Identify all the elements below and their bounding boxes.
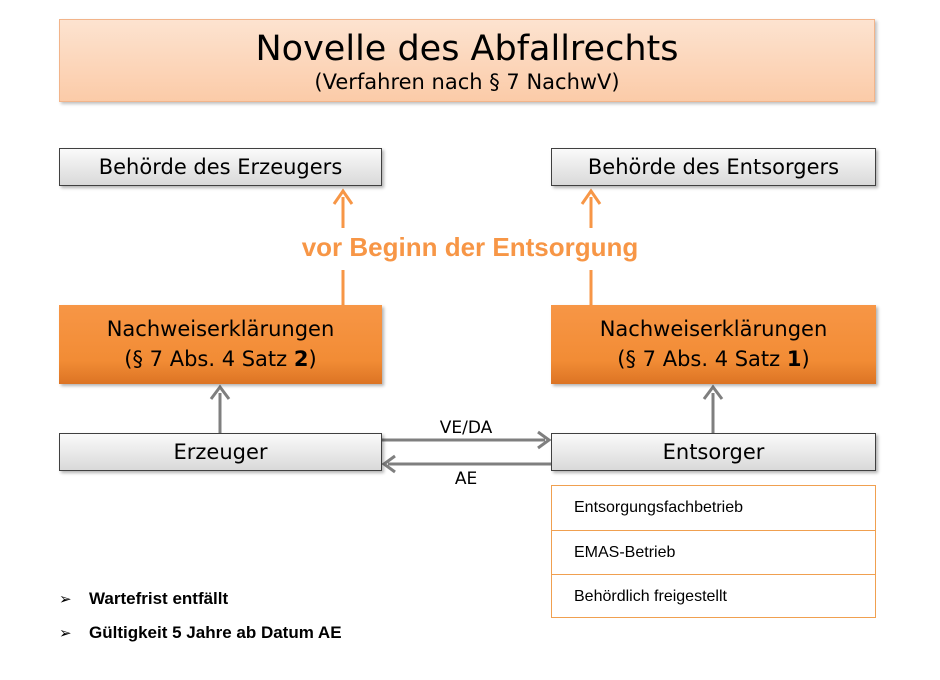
bullet-validity: ➢ Gültigkeit 5 Jahre ab Datum AE <box>59 623 342 643</box>
arrow-back-head <box>381 454 396 474</box>
declaration-right-reference: (§ 7 Abs. 4 Satz 1) <box>551 344 876 374</box>
arrow-right-head <box>580 188 602 205</box>
page-subtitle: (Verfahren nach § 7 NachwV) <box>314 70 620 94</box>
list-item: Behördlich freigestellt <box>552 574 875 618</box>
list-item: Entsorgungsfachbetrieb <box>574 499 743 516</box>
arrow-left-head <box>332 188 354 205</box>
declaration-right-ref-suffix: ) <box>801 347 810 371</box>
arrow-disposer-up-head <box>702 384 724 400</box>
disposer-box: Entsorger <box>551 433 876 471</box>
flow-forward-label: VE/DA <box>439 418 493 438</box>
declaration-left-ref-prefix: (§ 7 Abs. 4 Satz <box>124 347 294 371</box>
page-title: Novelle des Abfallrechts <box>255 29 679 69</box>
declaration-box-right: Nachweiserklärungen (§ 7 Abs. 4 Satz 1) <box>551 305 876 384</box>
declaration-left-ref-suffix: ) <box>308 347 317 371</box>
bullet-waiting-period: ➢ Wartefrist entfällt <box>59 589 228 609</box>
title-banner: Novelle des Abfallrechts (Verfahren nach… <box>59 19 875 102</box>
list-item: EMAS-Betrieb <box>552 530 875 574</box>
authority-disposer-box: Behörde des Entsorgers <box>551 148 876 186</box>
declaration-right-ref-number: 1 <box>786 347 802 371</box>
declaration-left-title: Nachweiserklärungen <box>106 317 335 341</box>
flow-back-label: AE <box>454 469 478 489</box>
arrow-forward-head <box>537 430 552 450</box>
bullet-text: Wartefrist entfällt <box>89 589 229 608</box>
disposer-types-list: Entsorgungsfachbetrieb EMAS-Betrieb Behö… <box>551 485 876 618</box>
declaration-right-title: Nachweiserklärungen <box>599 317 828 341</box>
arrow-producer-up-head <box>209 384 231 400</box>
declaration-right-ref-prefix: (§ 7 Abs. 4 Satz <box>617 347 787 371</box>
declaration-left-ref-number: 2 <box>293 347 309 371</box>
declaration-left-reference: (§ 7 Abs. 4 Satz 2) <box>59 344 382 374</box>
arrow-bullet-icon: ➢ <box>59 591 72 608</box>
producer-box: Erzeuger <box>59 433 382 471</box>
bullet-text: Gültigkeit 5 Jahre ab Datum AE <box>89 623 342 642</box>
declaration-box-left: Nachweiserklärungen (§ 7 Abs. 4 Satz 2) <box>59 305 382 384</box>
authority-producer-box: Behörde des Erzeugers <box>59 148 382 186</box>
arrow-bullet-icon: ➢ <box>59 625 72 642</box>
timing-label: vor Beginn der Entsorgung <box>301 232 639 262</box>
